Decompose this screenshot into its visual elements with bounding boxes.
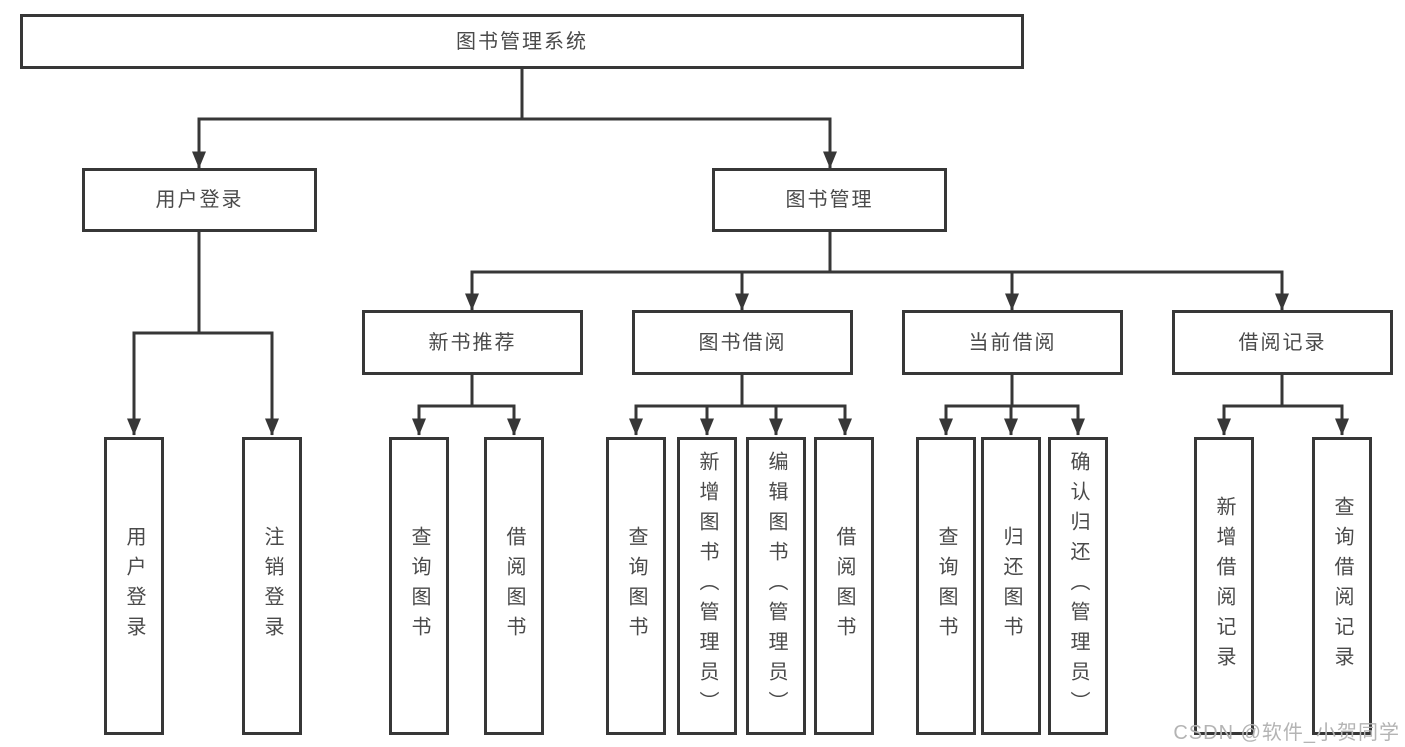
leaf-current-confirm: 确认归还（管理员） bbox=[1048, 437, 1108, 735]
leaf-user-login: 用户登录 bbox=[104, 437, 164, 735]
edge-mgmt-book-borrow bbox=[735, 232, 832, 311]
node-new-books: 新书推荐 bbox=[362, 310, 583, 375]
edge-current-confirm bbox=[1010, 375, 1085, 436]
leaf-current-return: 归还图书 bbox=[981, 437, 1041, 735]
leaf-borrow-edit: 编辑图书（管理员） bbox=[746, 437, 806, 735]
node-new-books-label: 新书推荐 bbox=[428, 331, 517, 354]
node-book-borrow: 图书借阅 bbox=[632, 310, 853, 375]
leaf-newbooks-borrow: 借阅图书 bbox=[484, 437, 544, 735]
leaf-newbooks-query: 查询图书 bbox=[389, 437, 449, 735]
leaf-records-add-label: 新增借阅记录 bbox=[1213, 496, 1235, 676]
node-book-borrow-label: 图书借阅 bbox=[698, 331, 787, 354]
edge-records-add bbox=[1217, 375, 1284, 436]
leaf-user-login-label: 用户登录 bbox=[123, 526, 145, 646]
edge-newbooks-borrow bbox=[470, 375, 521, 436]
csdn-watermark: CSDN @软件_小贺同学 bbox=[1173, 722, 1400, 744]
node-borrow-records-label: 借阅记录 bbox=[1238, 331, 1327, 354]
leaf-logout: 注销登录 bbox=[242, 437, 302, 735]
node-root-label: 图书管理系统 bbox=[456, 30, 588, 53]
node-borrow-records: 借阅记录 bbox=[1172, 310, 1393, 375]
node-user-login: 用户登录 bbox=[82, 168, 317, 232]
leaf-borrow-query-label: 查询图书 bbox=[625, 526, 647, 646]
edge-mgmt-borrow-records bbox=[828, 232, 1289, 311]
edge-root-book-mgmt bbox=[520, 69, 837, 169]
leaf-current-query: 查询图书 bbox=[916, 437, 976, 735]
leaf-borrow-add-label: 新增图书（管理员） bbox=[696, 451, 718, 721]
node-current-borrow-label: 当前借阅 bbox=[968, 331, 1057, 354]
edge-bookborrow-add bbox=[700, 375, 744, 436]
leaf-borrow-borrow: 借阅图书 bbox=[814, 437, 874, 735]
node-user-login-label: 用户登录 bbox=[155, 189, 244, 211]
leaf-newbooks-query-label: 查询图书 bbox=[408, 526, 430, 646]
leaf-borrow-query: 查询图书 bbox=[606, 437, 666, 735]
edge-records-query bbox=[1280, 375, 1349, 436]
leaf-borrow-borrow-label: 借阅图书 bbox=[833, 526, 855, 646]
leaf-records-add: 新增借阅记录 bbox=[1194, 437, 1254, 735]
leaf-current-return-label: 归还图书 bbox=[1000, 526, 1022, 646]
node-current-borrow: 当前借阅 bbox=[902, 310, 1123, 375]
edge-current-query bbox=[939, 375, 1014, 436]
leaf-current-confirm-label: 确认归还（管理员） bbox=[1067, 451, 1089, 721]
node-book-mgmt-label: 图书管理 bbox=[785, 189, 874, 211]
leaf-logout-label: 注销登录 bbox=[261, 526, 283, 646]
leaf-current-query-label: 查询图书 bbox=[935, 526, 957, 646]
edge-login-leaf-logout bbox=[197, 232, 279, 436]
leaf-newbooks-borrow-label: 借阅图书 bbox=[503, 526, 525, 646]
leaf-borrow-add: 新增图书（管理员） bbox=[677, 437, 737, 735]
edge-login-leaf-login bbox=[127, 232, 201, 436]
edge-newbooks-query bbox=[412, 375, 474, 436]
leaf-borrow-edit-label: 编辑图书（管理员） bbox=[765, 451, 787, 721]
node-root: 图书管理系统 bbox=[20, 14, 1024, 69]
leaf-records-query-label: 查询借阅记录 bbox=[1331, 496, 1353, 676]
edge-root-user-login bbox=[192, 69, 524, 169]
edge-bookborrow-borrow bbox=[740, 375, 852, 436]
node-book-mgmt: 图书管理 bbox=[712, 168, 947, 232]
leaf-records-query: 查询借阅记录 bbox=[1312, 437, 1372, 735]
